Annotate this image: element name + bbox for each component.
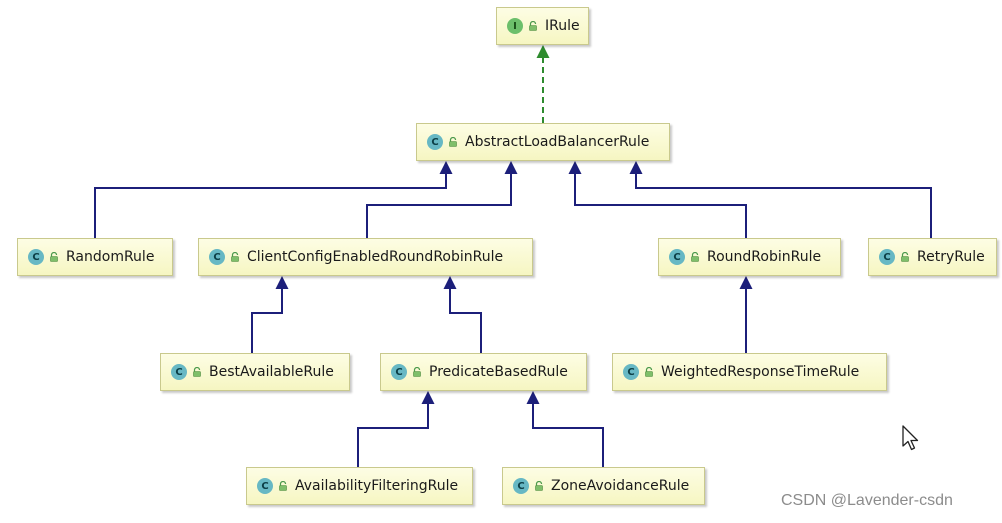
arrowhead-availability-to-predicate <box>421 391 435 404</box>
edge-random-to-abstract <box>94 174 447 238</box>
class-icon: C <box>28 249 44 265</box>
class-node-weighted[interactable]: C WeightedResponseTimeRule <box>612 353 887 391</box>
class-node-predicate[interactable]: C PredicateBasedRule <box>380 353 587 391</box>
class-icon: C <box>623 364 639 380</box>
watermark: CSDN @Lavender-csdn <box>781 492 953 509</box>
class-node-label: PredicateBasedRule <box>429 364 568 380</box>
edge-retry-to-abstract <box>635 174 932 238</box>
class-node-random[interactable]: C RandomRule <box>17 238 173 276</box>
public-lock-icon <box>535 481 543 491</box>
public-lock-icon <box>279 481 287 491</box>
edge-predicate-to-clientconfig <box>449 289 482 353</box>
class-node-label: RetryRule <box>917 249 985 265</box>
arrowhead-abstract-to-irule <box>536 45 550 58</box>
public-lock-icon <box>901 252 909 262</box>
public-lock-icon <box>645 367 653 377</box>
class-node-label: IRule <box>545 18 580 34</box>
class-node-availability[interactable]: C AvailabilityFilteringRule <box>246 467 473 505</box>
class-icon: C <box>257 478 273 494</box>
public-lock-icon <box>231 252 239 262</box>
class-node-irule[interactable]: I IRule <box>496 7 589 45</box>
arrowhead-random-to-abstract <box>439 161 453 174</box>
arrowhead-clientconfig-to-abstract <box>504 161 518 174</box>
class-icon: C <box>427 134 443 150</box>
class-icon: C <box>513 478 529 494</box>
arrowhead-weighted-to-roundrobin <box>739 276 753 289</box>
class-node-label: ZoneAvoidanceRule <box>551 478 690 494</box>
arrowhead-roundrobin-to-abstract <box>568 161 582 174</box>
edge-bestavailable-to-clientconfig <box>251 289 283 353</box>
public-lock-icon <box>413 367 421 377</box>
mouse-cursor-icon <box>902 425 919 451</box>
arrowhead-zoneavoidance-to-predicate <box>526 391 540 404</box>
class-node-label: RoundRobinRule <box>707 249 822 265</box>
edge-zoneavoidance-to-predicate <box>532 404 604 467</box>
class-node-label: BestAvailableRule <box>209 364 334 380</box>
arrowhead-retry-to-abstract <box>629 161 643 174</box>
edge-roundrobin-to-abstract <box>574 174 747 238</box>
public-lock-icon <box>529 21 537 31</box>
class-node-label: RandomRule <box>66 249 155 265</box>
public-lock-icon <box>50 252 58 262</box>
class-node-label: ClientConfigEnabledRoundRobinRule <box>247 249 504 265</box>
public-lock-icon <box>193 367 201 377</box>
class-node-roundrobin[interactable]: C RoundRobinRule <box>658 238 841 276</box>
class-icon: C <box>171 364 187 380</box>
edge-availability-to-predicate <box>357 404 429 467</box>
public-lock-icon <box>449 137 457 147</box>
class-icon: C <box>391 364 407 380</box>
class-icon: C <box>209 249 225 265</box>
class-icon: C <box>669 249 685 265</box>
class-node-clientconfig[interactable]: C ClientConfigEnabledRoundRobinRule <box>198 238 533 276</box>
class-node-zoneavoidance[interactable]: C ZoneAvoidanceRule <box>502 467 705 505</box>
arrowhead-predicate-to-clientconfig <box>443 276 457 289</box>
class-node-label: AbstractLoadBalancerRule <box>465 134 650 150</box>
arrowhead-bestavailable-to-clientconfig <box>275 276 289 289</box>
public-lock-icon <box>691 252 699 262</box>
class-node-label: WeightedResponseTimeRule <box>661 364 860 380</box>
class-node-bestavailable[interactable]: C BestAvailableRule <box>160 353 350 391</box>
class-node-retry[interactable]: C RetryRule <box>868 238 997 276</box>
class-node-abstract[interactable]: C AbstractLoadBalancerRule <box>416 123 670 161</box>
class-node-label: AvailabilityFilteringRule <box>295 478 459 494</box>
class-icon: C <box>879 249 895 265</box>
edge-clientconfig-to-abstract <box>366 174 512 238</box>
interface-icon: I <box>507 18 523 34</box>
